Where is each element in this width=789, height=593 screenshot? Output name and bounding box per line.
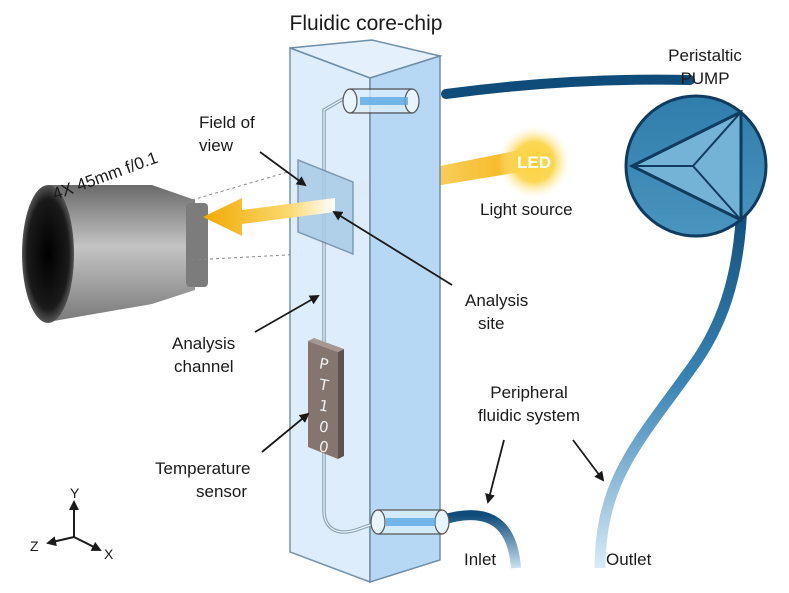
peripheral-label-line1: Peripheral xyxy=(490,383,568,402)
fov-pointer-arrow xyxy=(259,151,307,187)
analysis-channel-label-line1: Analysis xyxy=(172,334,235,353)
axis-z-label: Z xyxy=(30,538,39,554)
analysis-site-label-line2: site xyxy=(478,314,504,333)
analysis-site-label-line1: Analysis xyxy=(465,291,528,310)
sensor-char-3: 1 xyxy=(318,396,331,415)
fov-line-top xyxy=(191,166,306,201)
pump-label-line2: PUMP xyxy=(680,69,729,88)
sensor-char-5: 0 xyxy=(318,437,331,456)
outlet-label: Outlet xyxy=(606,550,652,569)
sensor-char-4: 0 xyxy=(318,417,331,436)
inlet-tube xyxy=(440,510,521,569)
outlet-pointer-arrow xyxy=(572,439,605,482)
inlet-label: Inlet xyxy=(464,550,496,569)
fluidic-chip xyxy=(289,39,450,584)
title-label: Fluidic core-chip xyxy=(290,12,443,35)
axis-y-label: Y xyxy=(70,485,80,501)
sensor-char-2: T xyxy=(317,375,331,395)
light-source-label: Light source xyxy=(480,200,573,219)
fov-label-line2: view xyxy=(199,136,234,155)
led-glow xyxy=(498,126,570,198)
outgoing-beam xyxy=(203,198,335,236)
tube-to-pump xyxy=(441,74,695,99)
inlet-pointer-arrow xyxy=(485,439,505,504)
temperature-sensor-label-line2: sensor xyxy=(196,482,247,501)
axes-indicator xyxy=(46,500,102,551)
objective-lens xyxy=(22,185,208,323)
lens-front-face xyxy=(22,185,74,323)
axis-x-label: X xyxy=(104,546,114,562)
sensor-pointer-arrow xyxy=(261,412,310,453)
temperature-sensor-label-line1: Temperature xyxy=(155,459,250,478)
led-label: LED xyxy=(517,153,551,172)
peristaltic-pump xyxy=(624,94,768,238)
bottom-connector xyxy=(370,509,450,535)
fov-label-line1: Field of xyxy=(199,113,255,132)
channel-pointer-arrow xyxy=(254,295,320,333)
outlet-tube xyxy=(594,199,748,569)
analysis-channel-label-line2: channel xyxy=(174,357,234,376)
temperature-sensor xyxy=(308,338,344,459)
sensor-char-1: P xyxy=(318,354,330,373)
top-connector xyxy=(342,88,420,114)
fov-line-bottom xyxy=(191,253,306,261)
peripheral-label-line2: fluidic system xyxy=(478,406,580,425)
analysis-site-pointer-arrow xyxy=(332,210,453,286)
pump-label-line1: Peristaltic xyxy=(668,46,742,65)
